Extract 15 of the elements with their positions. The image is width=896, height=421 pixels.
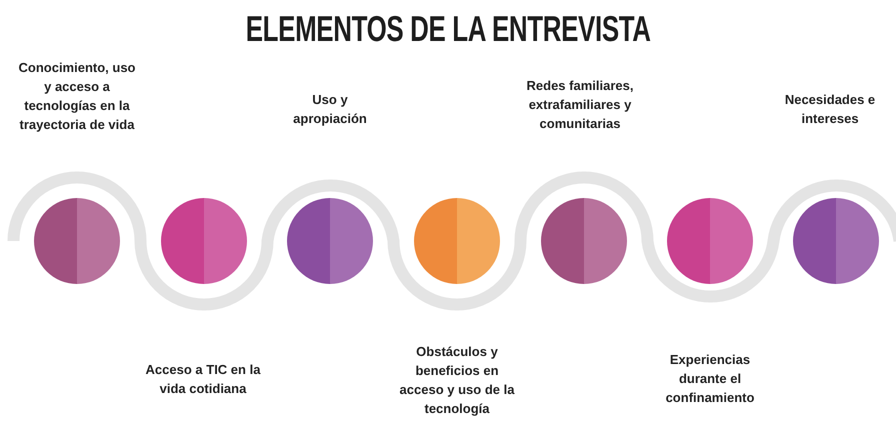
step-label: Necesidades e intereses [784,91,876,128]
step-label: Obstáculos y beneficios en acceso y uso de la tecnología [398,343,516,418]
title: ELEMENTOS DE LA ENTREVISTA [246,8,650,50]
circle-node [541,198,627,284]
step-label: Conocimiento, uso y acceso a tecnologías en la trayectoria de vida [18,59,136,134]
circle-node [414,198,500,284]
step-label: Acceso a TIC en la vida cotidiana [144,361,262,398]
circle-node [34,198,120,284]
step-label: Experiencias durante el confinamiento [664,351,756,407]
circle-node [287,198,373,284]
step-label: Redes familiares, extrafamiliares y comunitarias [526,77,634,133]
step-label: Uso y apropiación [292,91,368,128]
circle-node [667,198,753,284]
circle-node [793,198,879,284]
circle-node [161,198,247,284]
